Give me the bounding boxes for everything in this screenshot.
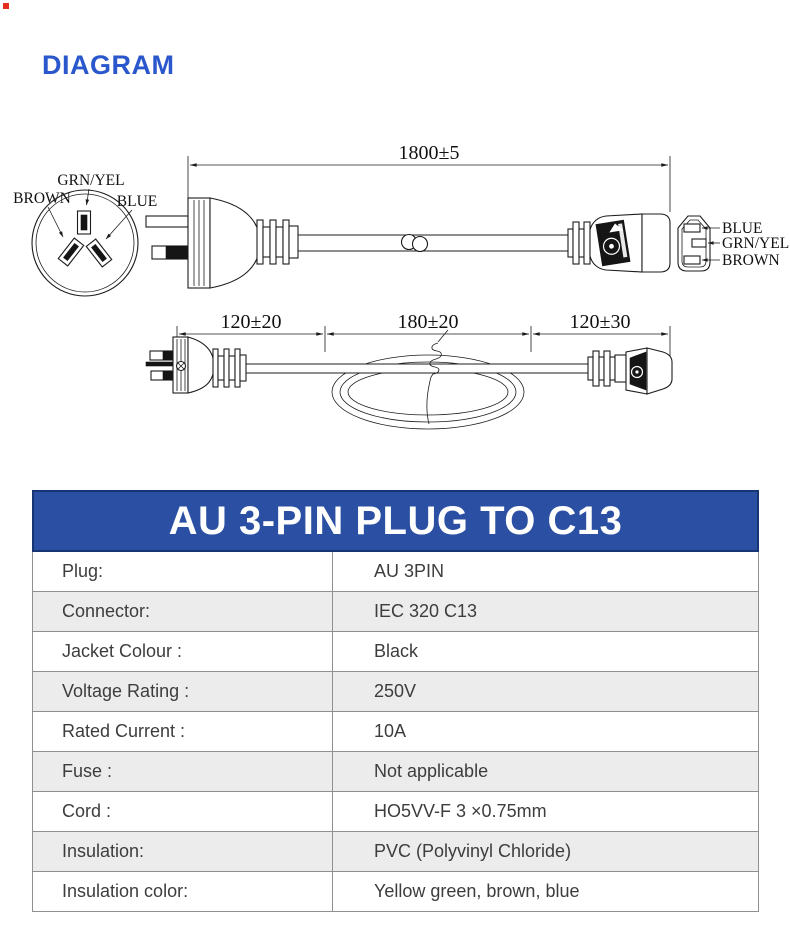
dimension-folded-cable: 120±20 180±20 120±30: [176, 311, 671, 356]
c13-slot-middle: [691, 238, 707, 248]
spec-row-insulation: Insulation: PVC (Polyvinyl Chloride): [33, 831, 758, 871]
spec-value: PVC (Polyvinyl Chloride): [374, 841, 572, 861]
spec-value: IEC 320 C13: [374, 601, 478, 621]
au-plug-small: [145, 336, 247, 394]
spec-value: Black: [374, 641, 419, 661]
c13-slot-bottom: [683, 255, 701, 265]
spec-table-body: Plug: AU 3PIN Connector: IEC 320 C13 Jac…: [32, 552, 759, 912]
spec-label: Insulation color:: [33, 872, 333, 911]
dim-180-20: 180±20: [398, 311, 459, 333]
certification-label: [595, 219, 631, 267]
spec-value: Not applicable: [374, 761, 489, 781]
spec-row-jacket-colour: Jacket Colour : Black: [33, 631, 758, 671]
left-slot: [57, 237, 85, 267]
au-plug-side-view: [145, 197, 299, 289]
wire-label-grnyel: GRN/YEL: [57, 172, 124, 189]
spec-row-plug: Plug: AU 3PIN: [33, 552, 758, 591]
cable-technical-drawing: GRN/YEL BROWN BLUE 1800±5: [13, 142, 789, 430]
spec-row-fuse: Fuse : Not applicable: [33, 751, 758, 791]
spec-table: AU 3-PIN PLUG TO C13 Plug: AU 3PIN Conne…: [32, 490, 759, 912]
spec-value: 10A: [374, 721, 407, 741]
spec-row-cord: Cord : HO5VV-F 3 ×0.75mm: [33, 791, 758, 831]
spec-label: Fuse :: [33, 752, 333, 791]
right-slot: [85, 238, 113, 268]
spec-label: Cord :: [33, 792, 333, 831]
spec-row-connector: Connector: IEC 320 C13: [33, 591, 758, 631]
spec-row-insulation-color: Insulation color: Yellow green, brown, b…: [33, 871, 758, 911]
au-plug-face-view: GRN/YEL BROWN BLUE: [13, 172, 157, 297]
page-title: DIAGRAM: [42, 50, 175, 80]
dim-120-20: 120±20: [221, 311, 282, 333]
dim-120-30: 120±30: [570, 311, 631, 333]
c13-side-view: [567, 213, 671, 273]
wire-label-blue: BLUE: [117, 193, 157, 210]
spec-row-voltage-rating: Voltage Rating : 250V: [33, 671, 758, 711]
coiled-cable-view: [145, 329, 673, 430]
twist-tie: [426, 329, 449, 425]
c13-face-view: BLUE GRN/YEL BROWN: [677, 215, 789, 272]
c13-label-grnyel: GRN/YEL: [722, 235, 789, 252]
spec-label: Plug:: [33, 552, 333, 591]
spec-label: Connector:: [33, 592, 333, 631]
spec-label: Insulation:: [33, 832, 333, 871]
spec-row-rated-current: Rated Current : 10A: [33, 711, 758, 751]
spec-value: AU 3PIN: [374, 561, 445, 581]
red-artifact-dot: [3, 3, 9, 9]
dimension-overall-length: 1800±5: [187, 142, 671, 212]
spec-label: Rated Current :: [33, 712, 333, 751]
wire-label-brown: BROWN: [13, 190, 71, 207]
c13-label-brown: BROWN: [722, 252, 780, 269]
power-cable: [298, 233, 568, 253]
dim-1800: 1800±5: [399, 142, 460, 164]
spec-value: HO5VV-F 3 ×0.75mm: [374, 801, 547, 821]
spec-label: Voltage Rating :: [33, 672, 333, 711]
spec-value: Yellow green, brown, blue: [374, 881, 580, 901]
spec-table-title: AU 3-PIN PLUG TO C13: [32, 490, 759, 552]
c13-slot-top: [683, 223, 701, 233]
earth-slot: [76, 210, 92, 235]
spec-value: 250V: [374, 681, 417, 701]
c13-small: [587, 347, 673, 395]
c13-label-blue: BLUE: [722, 220, 762, 237]
spec-label: Jacket Colour :: [33, 632, 333, 671]
